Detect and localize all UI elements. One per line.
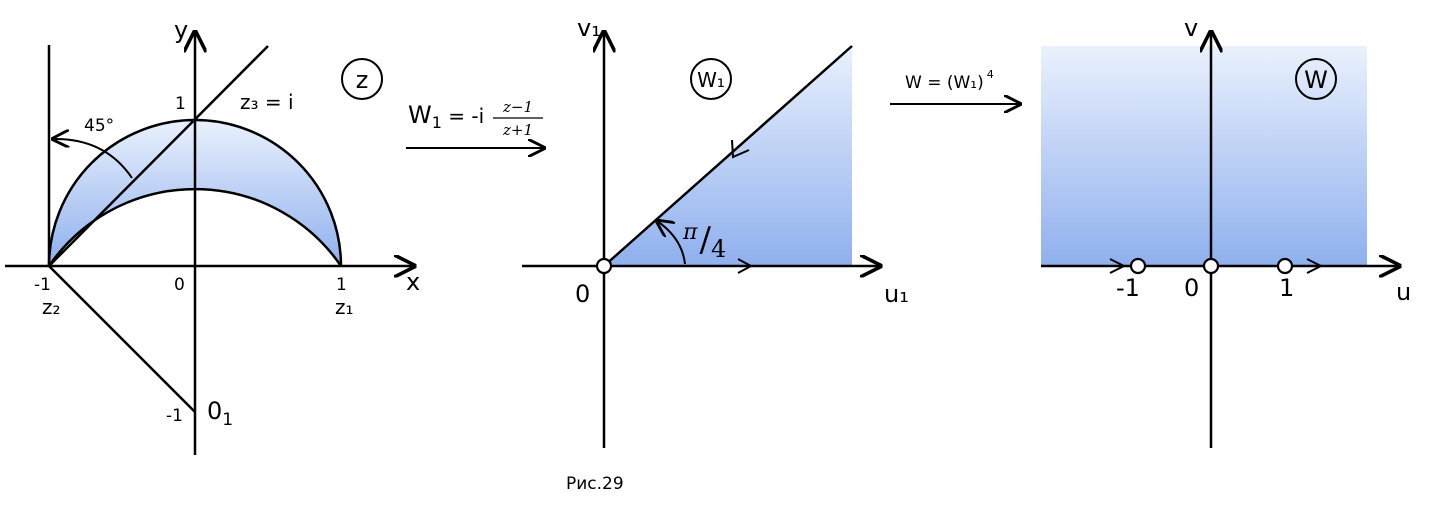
map1-lhs: W1 = -i bbox=[408, 101, 484, 132]
x-axis-label: x bbox=[406, 268, 420, 296]
panel-z: z y x 1 z₃ = i 45° -1 0 1 z₂ z₁ -1 01 bbox=[5, 16, 420, 455]
badge-z-circle bbox=[341, 58, 383, 100]
tick-1-x: 1 bbox=[336, 275, 347, 295]
wedge-boundary bbox=[603, 45, 853, 267]
badge-w1-circle bbox=[690, 58, 732, 100]
origin-hole bbox=[595, 257, 613, 275]
tick-neg1-u: -1 bbox=[1116, 274, 1140, 302]
upper-half-plane bbox=[1041, 46, 1367, 266]
map2-text: W = (W₁)4 bbox=[905, 68, 994, 93]
boundary-direction-arrow-diag bbox=[731, 139, 750, 159]
badge-w-text: W bbox=[1304, 66, 1328, 94]
z3-label: z₃ = i bbox=[240, 90, 294, 114]
hole-1 bbox=[1276, 257, 1294, 275]
hole-neg1 bbox=[1129, 257, 1147, 275]
lune-region bbox=[49, 120, 341, 266]
v-axis-label: v bbox=[1184, 14, 1198, 42]
u1-axis-label: u₁ bbox=[884, 280, 909, 308]
boundary-direction-arrow-axis bbox=[737, 258, 754, 274]
angle-pi4-label: π/4 bbox=[682, 220, 726, 263]
direction-arrow-left bbox=[1109, 258, 1127, 274]
u-axis-label: u bbox=[1396, 278, 1411, 306]
badge-z-text: z bbox=[356, 66, 369, 94]
z2-label: z₂ bbox=[42, 295, 61, 319]
line-to-o1 bbox=[48, 265, 196, 413]
hole-0 bbox=[1202, 257, 1220, 275]
badge-w1-text: W₁ bbox=[697, 68, 725, 92]
o1-label: 01 bbox=[207, 397, 233, 430]
z1-label: z₁ bbox=[335, 295, 354, 319]
panel-w1: W₁ v₁ u₁ 0 π/4 bbox=[522, 14, 909, 448]
map1-formula: W1 = -i z−1 z+1 bbox=[406, 98, 544, 148]
figure-caption: Рис.29 bbox=[566, 474, 624, 494]
tick-0-u: 0 bbox=[1184, 274, 1199, 302]
origin-label: 0 bbox=[575, 280, 590, 308]
tick-1-u: 1 bbox=[1279, 274, 1294, 302]
angle-pi4-arc bbox=[657, 221, 686, 265]
tick-neg1-y: -1 bbox=[166, 406, 183, 426]
map1-numerator: z−1 bbox=[502, 98, 533, 116]
tick-0-x: 0 bbox=[174, 275, 185, 295]
tick-neg1-x: -1 bbox=[34, 275, 51, 295]
map1-denominator: z+1 bbox=[502, 121, 533, 139]
tick-y1: 1 bbox=[175, 94, 186, 114]
badge-w-circle bbox=[1295, 58, 1337, 100]
map2-formula: W = (W₁)4 bbox=[890, 68, 1020, 104]
direction-arrow-right bbox=[1306, 258, 1324, 274]
angle-45-arc bbox=[53, 139, 133, 179]
panel-w: W v u -1 0 1 bbox=[1041, 14, 1411, 448]
angle-45-label: 45° bbox=[84, 116, 114, 136]
v1-axis-label: v₁ bbox=[577, 14, 601, 42]
y-axis-label: y bbox=[174, 16, 188, 44]
diagonal-line bbox=[48, 45, 269, 267]
